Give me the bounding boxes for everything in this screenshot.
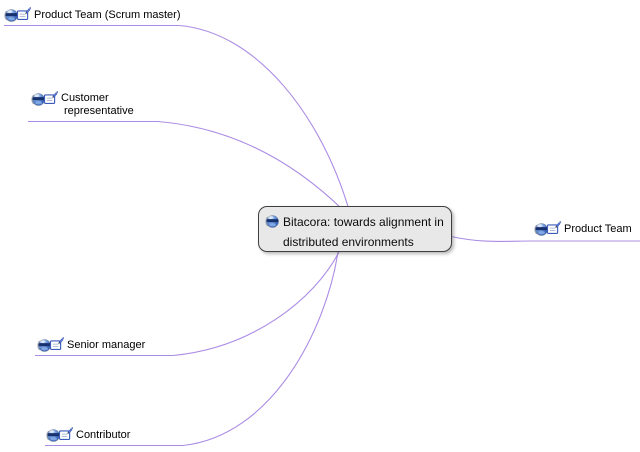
edge-product-team-scrum-master xyxy=(4,24,350,211)
node-label: Contributor xyxy=(76,429,131,441)
edge-customer-representative xyxy=(28,120,345,212)
person-icon xyxy=(265,214,280,229)
node-label-line1: Customer xyxy=(61,92,109,104)
node-label: Customer representative xyxy=(58,92,134,118)
node-contributor[interactable]: Contributor xyxy=(46,428,130,443)
node-label: Senior manager xyxy=(67,339,146,351)
note-icon xyxy=(49,337,64,352)
root-node-bitacora[interactable]: Bitacora: towards alignment in distribut… xyxy=(258,206,452,252)
edge-product-team xyxy=(450,235,640,242)
node-label-line2: representative xyxy=(64,105,134,117)
root-label-line2: distributed environments xyxy=(283,235,414,249)
node-product-team[interactable]: Product Team xyxy=(534,222,632,237)
note-icon xyxy=(16,7,31,22)
edge-contributor xyxy=(45,251,339,447)
node-product-team-scrum-master[interactable]: Product Team (Scrum master) xyxy=(4,8,181,23)
root-label: Bitacora: towards alignment in distribut… xyxy=(280,212,444,252)
node-senior-manager[interactable]: Senior manager xyxy=(37,338,145,353)
node-label: Product Team xyxy=(564,223,632,235)
edge-senior-manager xyxy=(35,251,340,357)
note-icon xyxy=(546,221,561,236)
note-icon xyxy=(58,427,73,442)
root-label-line1: Bitacora: towards alignment in xyxy=(283,215,444,229)
node-customer-representative[interactable]: Customer representative xyxy=(31,92,134,118)
note-icon xyxy=(43,91,58,106)
node-label: Product Team (Scrum master) xyxy=(34,9,181,21)
